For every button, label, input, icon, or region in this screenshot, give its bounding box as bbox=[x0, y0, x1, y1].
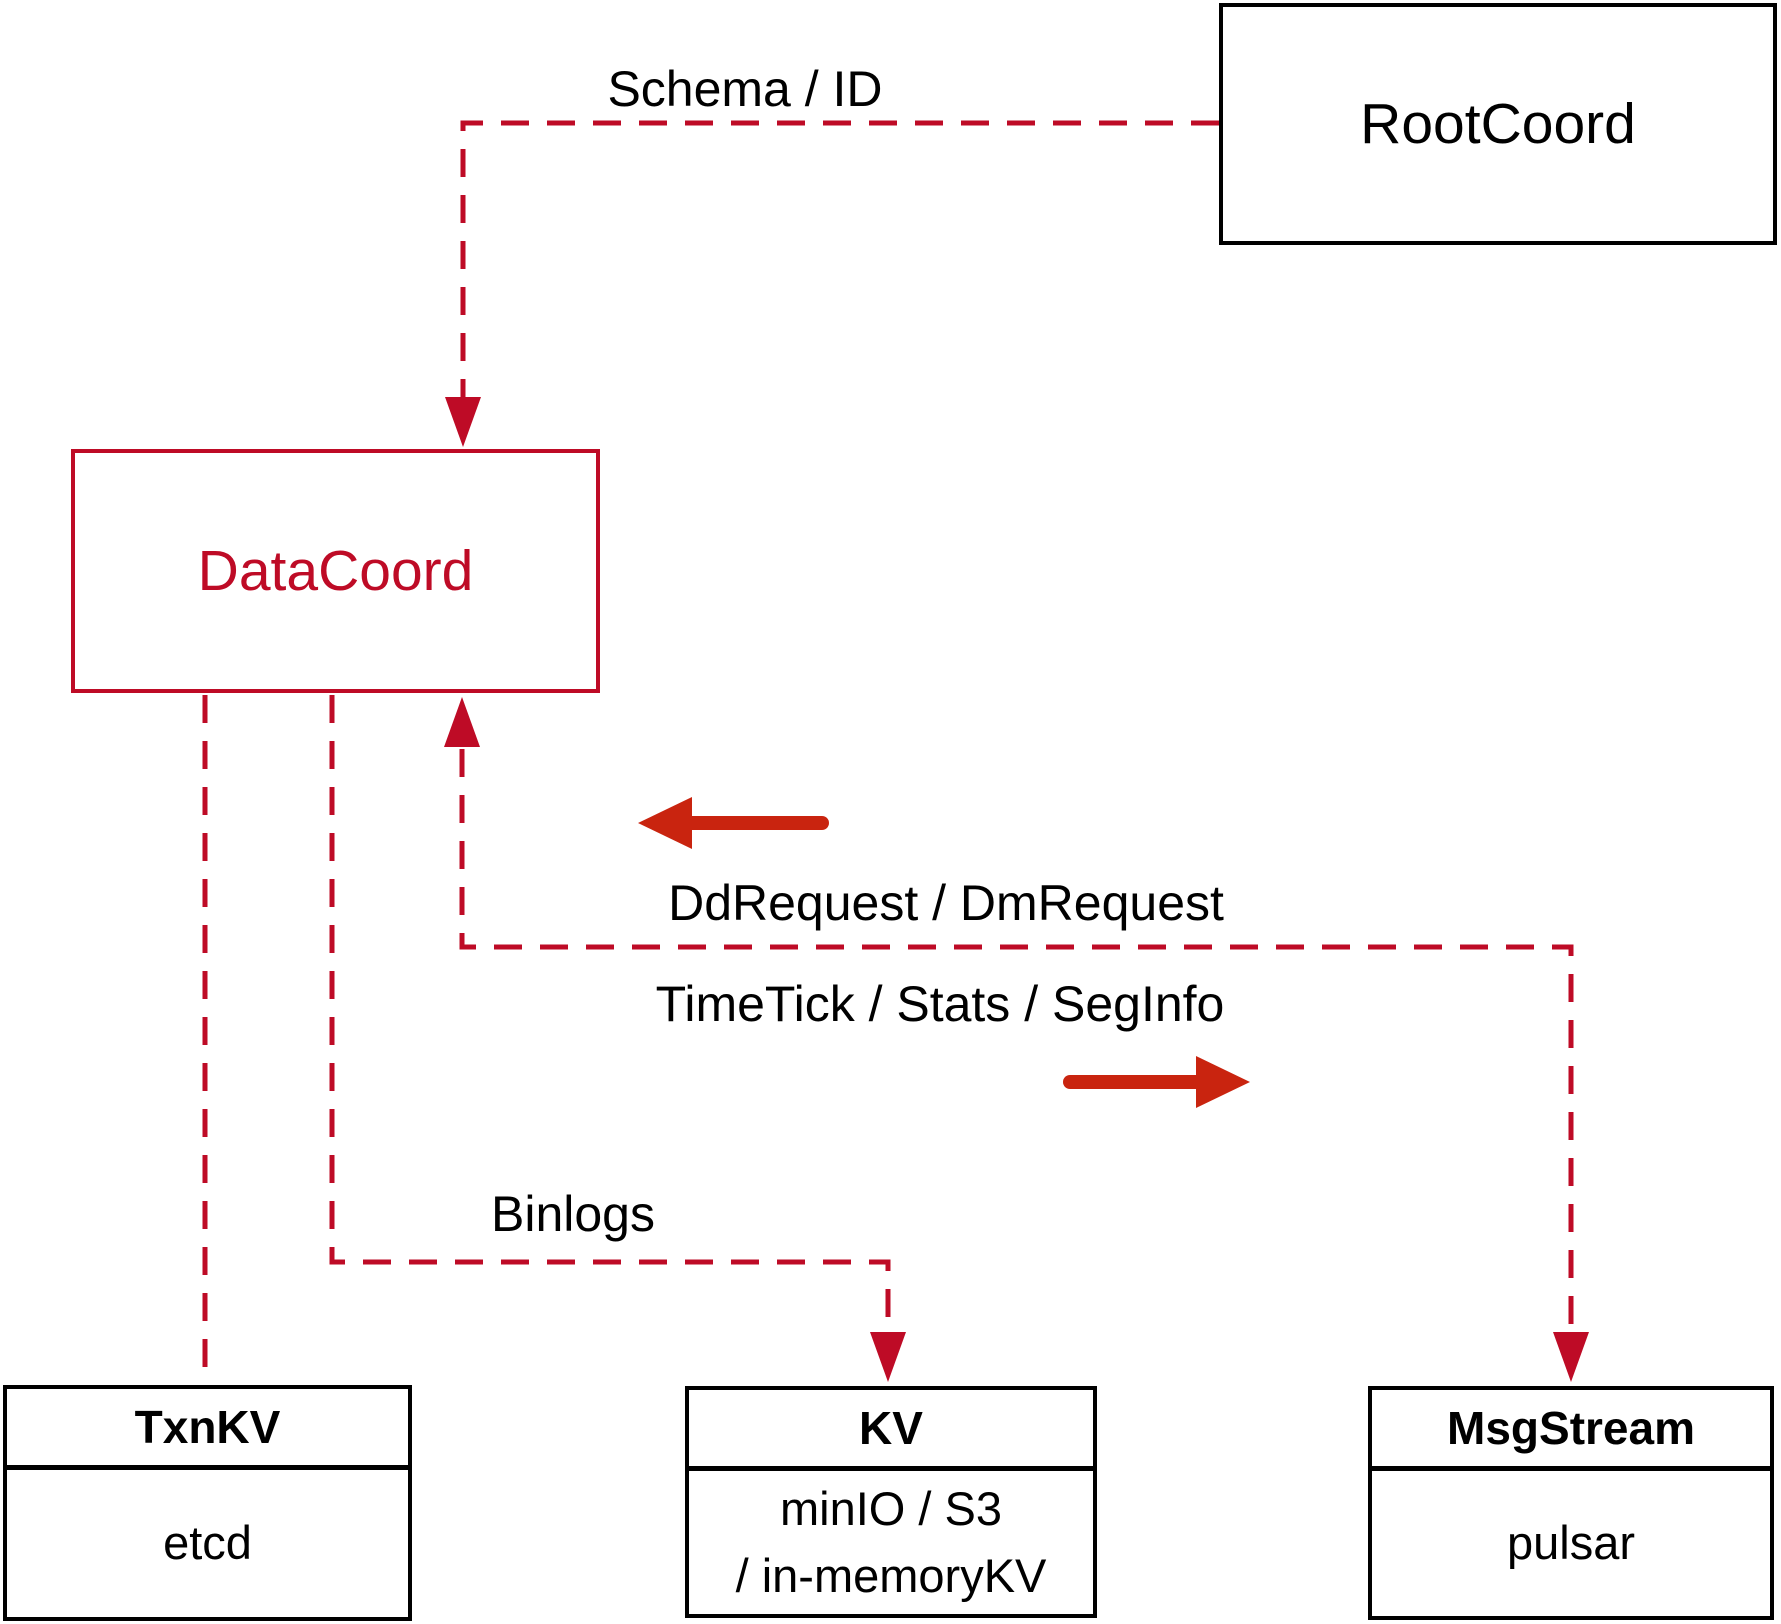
datacoord-label: DataCoord bbox=[197, 539, 474, 603]
arrow-down-icon bbox=[445, 397, 481, 447]
rootcoord-node: RootCoord bbox=[1219, 3, 1777, 245]
edge-label-ddrequest: DdRequest / DmRequest bbox=[668, 875, 1224, 931]
msgstream-impl: pulsar bbox=[1506, 1516, 1635, 1570]
edge-rootcoord-to-datacoord bbox=[460, 120, 1219, 399]
kv-impl-line2: / in-memoryKV bbox=[735, 1548, 1047, 1602]
datacoord-node: DataCoord bbox=[71, 449, 600, 693]
kv-title: KV bbox=[689, 1390, 1093, 1471]
txnkv-node: TxnKV etcd bbox=[3, 1385, 412, 1621]
arrow-down-icon bbox=[1553, 1332, 1589, 1382]
msgstream-node: MsgStream pulsar bbox=[1368, 1386, 1774, 1620]
msgstream-title: MsgStream bbox=[1372, 1390, 1770, 1471]
txnkv-body: etcd bbox=[7, 1470, 408, 1617]
rootcoord-label: RootCoord bbox=[1360, 92, 1636, 156]
txnkv-title: TxnKV bbox=[7, 1389, 408, 1470]
flow-arrow-left bbox=[638, 797, 829, 849]
txnkv-impl: etcd bbox=[163, 1516, 252, 1570]
edge-label-binlogs: Binlogs bbox=[491, 1186, 655, 1242]
flow-arrow-right bbox=[1063, 1056, 1250, 1108]
edge-label-timetick: TimeTick / Stats / SegInfo bbox=[655, 976, 1225, 1032]
edge-msgstream-loop bbox=[459, 749, 1574, 1334]
kv-impl-line1: minIO / S3 bbox=[779, 1481, 1002, 1535]
edge-label-schema-id: Schema / ID bbox=[607, 61, 883, 117]
msgstream-body: pulsar bbox=[1372, 1471, 1770, 1616]
edge-datacoord-to-kv bbox=[329, 695, 891, 1334]
arrow-down-icon bbox=[870, 1332, 906, 1382]
kv-body: minIO / S3 / in-memoryKV bbox=[689, 1471, 1093, 1614]
arrow-up-icon bbox=[444, 697, 480, 747]
kv-node: KV minIO / S3 / in-memoryKV bbox=[685, 1386, 1097, 1618]
